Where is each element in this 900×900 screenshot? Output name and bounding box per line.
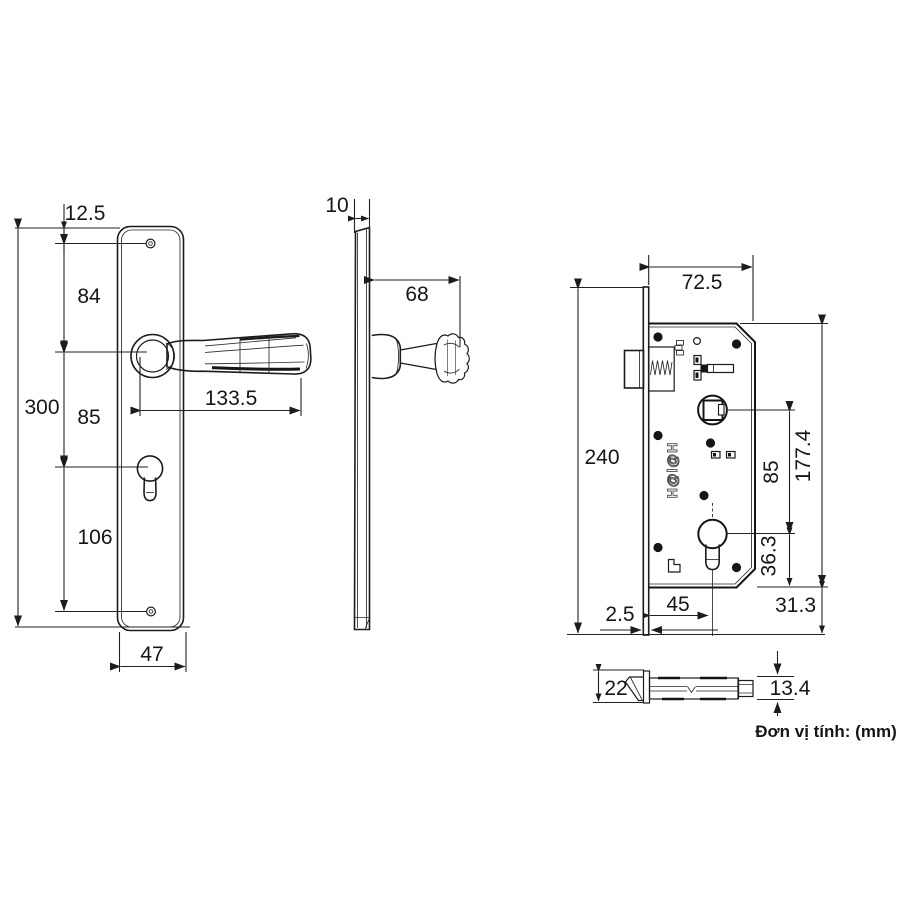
lock-case-outline [648, 322, 756, 589]
side-view: 10 68 [325, 194, 470, 631]
dim-latch-height-label: 22 [604, 677, 627, 700]
front-bottom-screw [146, 606, 157, 617]
dim-bottom-offset-label: 31.3 [775, 594, 816, 617]
front-dimensions: 12.5 84 85 106 300 133.5 47 [14, 202, 302, 672]
lock-cylinder-hole [697, 503, 728, 636]
dim-body-width-label: 72.5 [682, 271, 723, 294]
case-screw [653, 542, 663, 553]
lock-dimensions: 72.5 240 85 36.3 177.4 31.3 2.5 45 [567, 255, 828, 636]
dim-handle-projection-label: 68 [405, 283, 428, 306]
latch-bolt-front [623, 346, 675, 392]
dim-cylinder-to-screw-label: 106 [77, 526, 112, 549]
case-screw [699, 490, 709, 501]
latch-bolt-view: 22 13.4 [593, 651, 811, 716]
dim-plate-thickness-label: 10 [325, 194, 348, 217]
side-handle [371, 333, 470, 384]
case-screw [731, 339, 742, 349]
lock-body-view: H@l@H 72.5 240 85 36.3 177.4 31.3 2 [567, 255, 828, 636]
side-handle-knurled-knob [436, 333, 470, 384]
dim-plate-height-label: 300 [24, 396, 59, 419]
case-screw [731, 562, 742, 573]
brand-logo: H@l@H [664, 442, 680, 498]
case-mechanism-details [667, 340, 736, 573]
latch-spring [650, 360, 673, 376]
case-screw [705, 438, 716, 448]
dim-body-height-label: 177.4 [792, 429, 815, 482]
latch-bolt-drawing [624, 670, 754, 704]
latch-dimensions: 22 13.4 [593, 651, 811, 716]
lock-faceplate [642, 286, 650, 636]
lever-handle [166, 332, 312, 375]
case-screw [653, 430, 663, 441]
handle-rose [130, 333, 175, 379]
spindle-follower [697, 394, 728, 426]
unit-note: Đơn vị tính: (mm) [755, 722, 896, 741]
case-hole [692, 337, 701, 346]
front-cylinder-keyhole [136, 455, 164, 502]
dim-cylinder-to-bottom-label: 36.3 [758, 536, 781, 577]
dim-handle-to-cylinder-label: 85 [77, 406, 100, 429]
dim-faceplate-height-label: 240 [584, 446, 619, 469]
front-top-screw [145, 238, 156, 249]
dim-spindle-to-cylinder-label: 85 [760, 460, 783, 483]
case-screw [653, 332, 663, 342]
dim-handle-length-label: 133.5 [205, 387, 258, 410]
dim-plate-top-to-screw-label: 12.5 [65, 202, 106, 225]
dim-faceplate-thickness-label: 2.5 [605, 603, 634, 626]
front-plate-inner-line [121, 229, 181, 628]
dim-backset-label: 45 [666, 593, 689, 616]
dim-plate-width-label: 47 [140, 643, 163, 666]
side-plate [353, 226, 371, 631]
front-plate-outline [116, 225, 185, 632]
lock-case-depth-line [648, 326, 752, 585]
side-dimensions: 10 68 [325, 194, 461, 347]
dim-screw-to-handle-label: 84 [77, 285, 101, 308]
front-view: 12.5 84 85 106 300 133.5 47 [14, 202, 312, 672]
dim-bolt-diameter-label: 13.4 [770, 677, 811, 700]
